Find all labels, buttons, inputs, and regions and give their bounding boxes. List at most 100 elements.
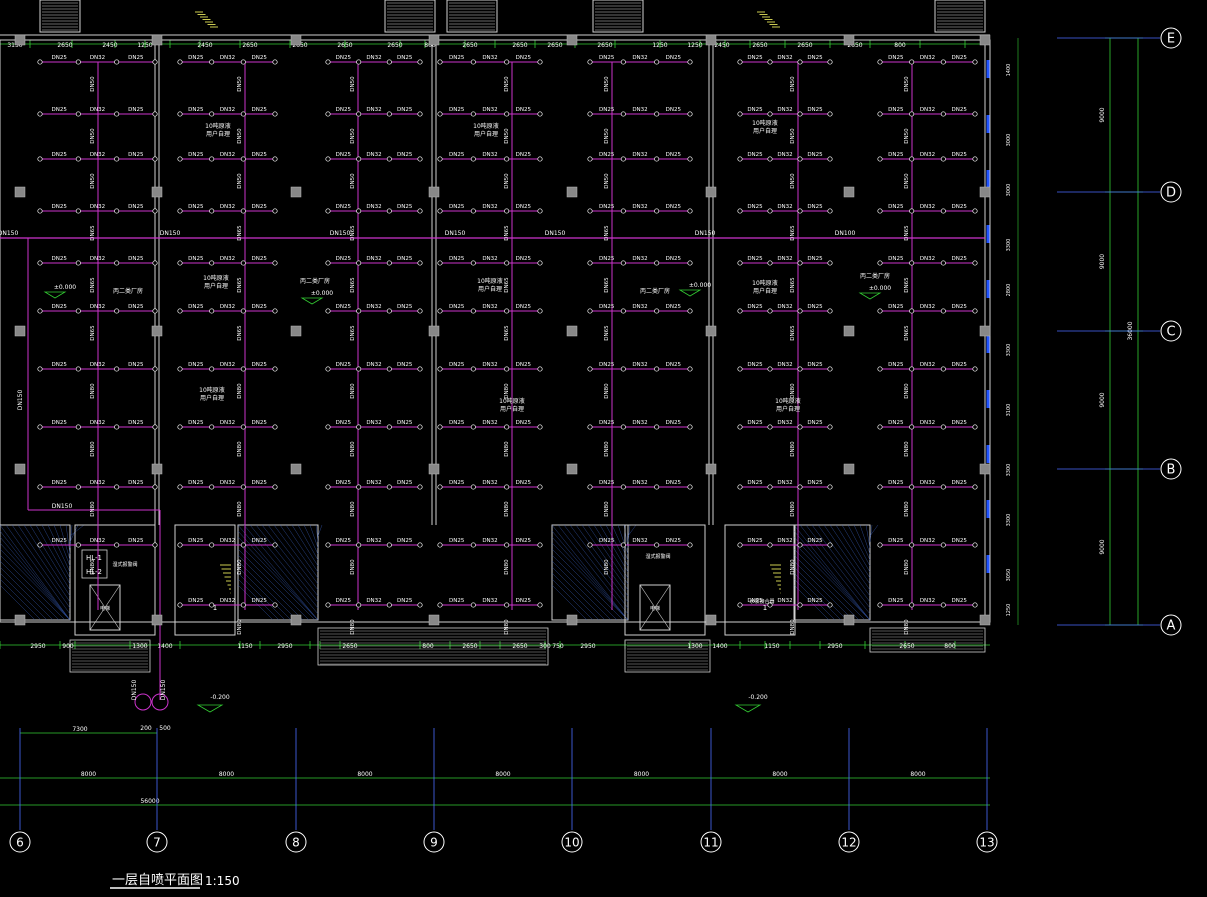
pipe-size-label: DN25 xyxy=(449,362,465,368)
pipe-size-label: DN25 xyxy=(666,204,682,210)
pipe-size-label: DN25 xyxy=(397,480,413,486)
sprinkler-head xyxy=(940,308,946,314)
sprinkler-head xyxy=(470,424,476,430)
elevation-marker xyxy=(734,704,762,713)
room-label: 用户自理 xyxy=(776,405,800,413)
pipe-size-label: DN25 xyxy=(666,420,682,426)
sprinkler-head xyxy=(797,484,803,490)
pipe-size-label: DN25 xyxy=(251,304,267,310)
elevator-shaft xyxy=(89,584,121,631)
pipe-size-label: DN32 xyxy=(482,152,497,158)
pipe-size-label: DN25 xyxy=(51,480,67,486)
sprinkler-head xyxy=(209,111,215,117)
sprinkler-head xyxy=(325,260,331,266)
sprinkler-head xyxy=(537,59,543,65)
pipe-size-label: DN32 xyxy=(920,420,935,426)
pipe-size-label: DN32 xyxy=(366,152,381,158)
pipe-size-label: DN32 xyxy=(482,480,497,486)
pipe-size-label: DN25 xyxy=(397,152,413,158)
col-axis-label: 10 xyxy=(564,836,579,850)
pipe-size-label: DN32 xyxy=(220,480,235,486)
pipe-size-label: DN25 xyxy=(336,55,352,61)
pipe-size-label: DN25 xyxy=(188,204,204,210)
sprinkler-head xyxy=(537,156,543,162)
sprinkler-head xyxy=(325,602,331,608)
sprinkler-head xyxy=(797,602,803,608)
hatch-line xyxy=(569,524,629,603)
elevation-marker xyxy=(196,704,224,713)
pipe-size-label: DN25 xyxy=(747,107,763,113)
elevation-label: -0.200 xyxy=(748,694,768,701)
sprinkler-head xyxy=(654,111,660,117)
dim-left-label: 7300 xyxy=(72,726,87,733)
pipe-size-label: DN25 xyxy=(188,538,204,544)
sprinkler-head xyxy=(827,602,833,608)
structural-column xyxy=(14,186,26,198)
sprinkler-head xyxy=(827,156,833,162)
col-axis-bubble xyxy=(976,831,998,853)
sprinkler-head xyxy=(75,59,81,65)
sprinkler-head xyxy=(417,484,423,490)
pipe-size-label: DN80 xyxy=(90,441,96,457)
sprinkler-head xyxy=(909,208,915,214)
pipe-size-label: DN32 xyxy=(220,107,235,113)
hatch-line xyxy=(237,542,316,621)
pump-room-label: 水泵接合器 xyxy=(749,598,774,605)
dim-top-label: 2450 xyxy=(714,42,729,49)
pipe-size-label: DN25 xyxy=(188,107,204,113)
pipe-size-label: DN25 xyxy=(336,480,352,486)
sprinkler-head xyxy=(737,484,743,490)
pipe-size-label: DN32 xyxy=(777,107,792,113)
pipe-size-label: DN25 xyxy=(449,256,465,262)
pipe-size-label: DN65 xyxy=(604,225,610,241)
dim-bottom-label: 800 xyxy=(422,643,434,650)
sprinkler-head xyxy=(737,542,743,548)
sprinkler-head xyxy=(687,260,693,266)
sprinkler-head xyxy=(827,260,833,266)
hatch-line xyxy=(69,524,85,537)
loading-dock xyxy=(869,627,986,653)
dim-bottom-label: 2650 xyxy=(512,643,527,650)
pipe-size-label: DN32 xyxy=(632,55,647,61)
sprinkler-head xyxy=(386,542,392,548)
col-axis-bubble xyxy=(9,831,31,853)
structural-column xyxy=(979,325,991,337)
dim-top-label: 2450 xyxy=(197,42,212,49)
sprinkler-head xyxy=(504,308,510,314)
sprinkler-head xyxy=(437,156,443,162)
structural-column xyxy=(705,325,717,337)
row-axis-bubble xyxy=(1160,614,1182,636)
pipe-size-label: DN50 xyxy=(604,76,610,92)
sprinkler-head xyxy=(386,208,392,214)
sprinkler-head xyxy=(272,156,278,162)
sprinkler-head xyxy=(827,484,833,490)
sprinkler-head xyxy=(386,484,392,490)
hatch-line xyxy=(793,530,871,621)
pipe-size-label: DN80 xyxy=(350,501,356,517)
sprinkler-head xyxy=(654,308,660,314)
hatch-line xyxy=(69,524,79,543)
pipe-size-label: DN65 xyxy=(790,225,796,241)
hatch-line xyxy=(793,578,836,621)
hatch-line xyxy=(237,560,298,621)
col-axis-label: 7 xyxy=(153,836,161,850)
pipe-size-label: DN80 xyxy=(237,441,243,457)
structural-column xyxy=(705,186,717,198)
hatch-line xyxy=(0,584,36,621)
sprinkler-head xyxy=(209,260,215,266)
sprinkler-head xyxy=(587,59,593,65)
elevator-label: 电梯 xyxy=(100,605,110,612)
pipe-size-label: DN25 xyxy=(128,152,144,158)
sprinkler-head xyxy=(356,424,362,430)
sprinkler-head xyxy=(767,208,773,214)
elevation-label: ±0.000 xyxy=(311,290,333,297)
dim-bay-label: 8000 xyxy=(81,771,96,778)
dim-right-edge-label: 3100 xyxy=(1006,404,1012,417)
pipe-size-label: DN25 xyxy=(128,256,144,262)
sprinkler-head xyxy=(737,308,743,314)
hatch-line xyxy=(551,542,629,621)
sprinkler-head xyxy=(152,308,158,314)
sprinkler-head xyxy=(972,366,978,372)
sprinkler-head xyxy=(504,156,510,162)
sprinkler-head xyxy=(240,260,246,266)
